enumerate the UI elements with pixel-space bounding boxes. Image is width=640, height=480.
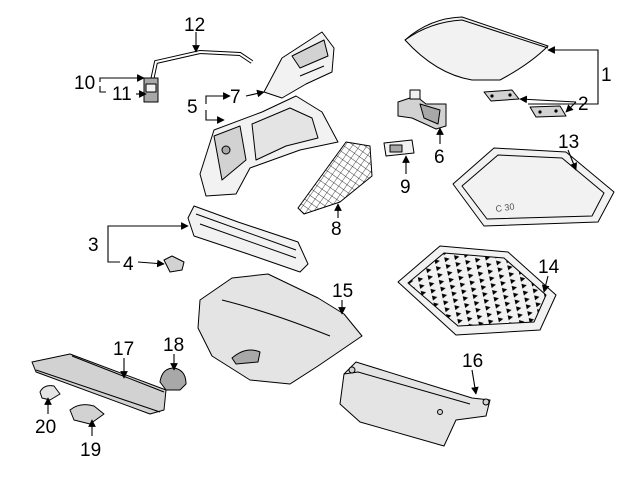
luggage-cover-body	[339, 361, 491, 447]
floor-mat-logo: C 30	[495, 201, 515, 214]
leader-lines	[44, 32, 599, 436]
part-3-sill-trim	[187, 205, 309, 273]
callout-6: 6	[434, 147, 445, 168]
floor-mat-outer	[452, 147, 615, 227]
cap-body	[39, 385, 61, 401]
callout-14: 14	[538, 257, 560, 278]
hinge-left	[483, 89, 520, 102]
floor-mat-inner	[461, 154, 605, 220]
part-5-side-trim	[199, 95, 339, 197]
callout-17: 17	[113, 339, 134, 360]
part-7-upper-trim	[263, 31, 335, 99]
part-17-cover-strip	[31, 353, 167, 415]
callout-1: 1	[601, 65, 612, 86]
part-19-hook	[69, 404, 105, 425]
grommet-body	[159, 367, 187, 391]
part-4-clip	[163, 255, 185, 273]
callout-2: 2	[578, 94, 589, 115]
part-12-hose	[148, 49, 254, 91]
cover-strip-body	[31, 353, 167, 415]
callout-8: 8	[331, 219, 342, 240]
part-15-floor-cover	[197, 273, 363, 385]
callout-7: 7	[230, 87, 241, 108]
part-9-light	[383, 139, 415, 157]
part-2-hinges	[483, 89, 567, 118]
callout-10: 10	[74, 73, 95, 94]
part-13-floor-mat: C 30	[452, 147, 615, 227]
cargo-tray-inner	[407, 252, 547, 327]
cargo-cover-edge	[404, 19, 549, 49]
callout-20: 20	[35, 417, 56, 438]
callout-labels: 1 2 3 4 5 6 7 8 9 10 11 12 13 14 15 16 1…	[35, 15, 612, 461]
part-20-cap	[39, 385, 61, 401]
callout-3: 3	[88, 235, 99, 256]
callout-12: 12	[184, 15, 205, 36]
part-8-cargo-net	[297, 141, 373, 215]
callout-5: 5	[187, 97, 198, 118]
hinge-right	[529, 105, 567, 118]
hook-body	[69, 404, 105, 425]
cargo-net-mesh	[297, 141, 373, 215]
callout-9: 9	[400, 177, 411, 198]
callout-15: 15	[332, 281, 353, 302]
cargo-cover-body	[404, 16, 549, 81]
part-16-luggage-cover	[339, 361, 491, 447]
callout-4: 4	[123, 254, 134, 275]
sill-trim-body	[187, 205, 309, 273]
part-18-grommet	[159, 367, 187, 391]
part-6-latch-bracket	[397, 89, 447, 130]
callout-18: 18	[163, 335, 184, 356]
part-14-cargo-tray	[397, 245, 557, 336]
callout-13: 13	[558, 132, 579, 153]
part-10-11-bracket	[143, 77, 159, 103]
clip-body	[163, 255, 185, 273]
hose-line	[148, 49, 254, 91]
callout-11: 11	[112, 84, 132, 105]
part-1-cargo-cover	[404, 16, 549, 81]
callout-16: 16	[462, 351, 483, 372]
callout-19: 19	[80, 440, 101, 461]
